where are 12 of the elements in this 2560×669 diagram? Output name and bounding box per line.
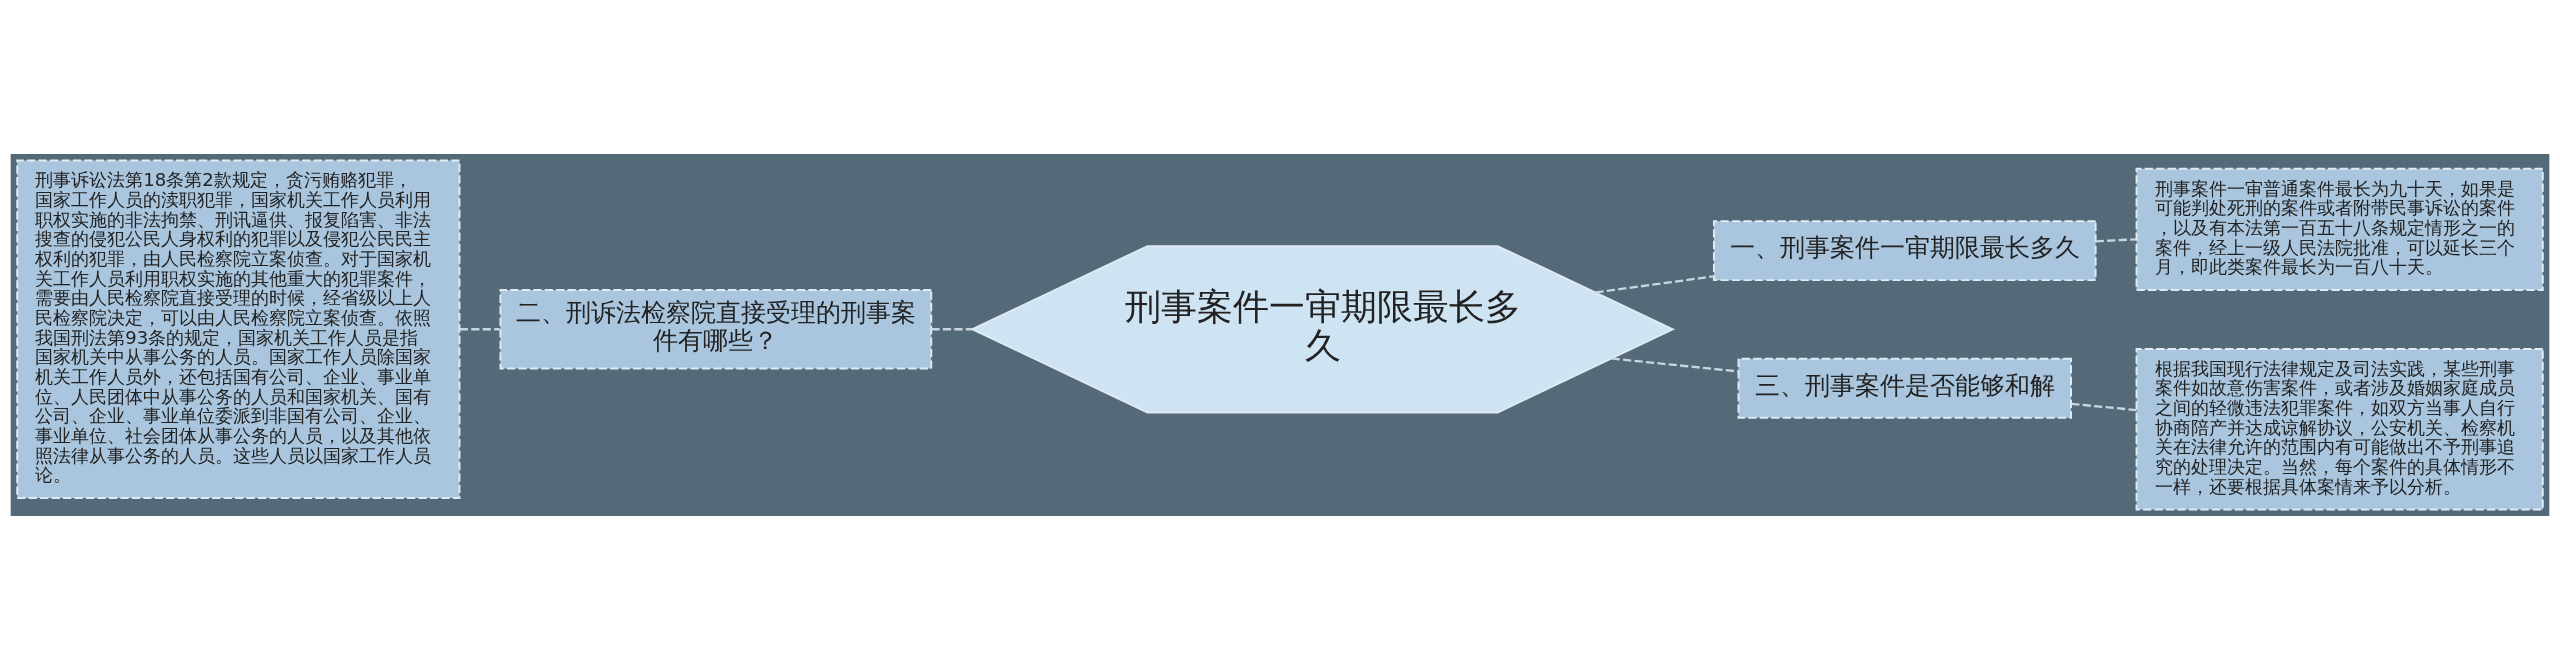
connector [459,327,500,330]
node-box: 根据我国现行法律规定及司法实践，某些刑事案件如故意伤害案件，或者涉及婚姻家庭成员之间的轻微违法犯罪案件，如双方当事人自行协商陪产并达成谅解协议，公安机关、检察机关在法律允许的范围内有可能做出不予刑事追究的处理决定。当然，每个案件的具体情形不一样，还要根据具体案情来予以分析。 [2135,347,2544,510]
node-box: 二、刑诉法检察院直接受理的刑事案件有哪些？ [499,288,933,370]
node-box: 刑事案件一审普通案件最长为九十天，如果是可能判处死刑的案件或者附带民事诉讼的案件，以及有本法第一百五十八条规定情形之一的案件，经上一级人民法院批准，可以延长三个月，即此类案件最长为一百八十天。 [2135,167,2544,291]
connector [931,327,972,330]
connector [2095,237,2137,242]
node-box: 一、刑事案件一审期限最长多久 [1712,219,2097,281]
node-box: 刑事诉讼法第18条第2款规定，贪污贿赂犯罪，国家工作人员的渎职犯罪，国家机关工作人员利用职权实施的非法拘禁、刑讯逼供、报复陷害、非法搜查的侵犯公民人身权利的犯罪以及侵犯公民民主权利的犯罪，由人民检察院立案侦查。对于国家机关工作人员利用职权实施的其他重大的犯罪案件，需要由人民检察院直接受理的时候，经省级以上人民检察院决定，可以由人民检察院立案侦查。依照我国刑法第93条的规定，国家机关工作人员是指国家机关中从事公务的人员。国家工作人员除国家机关工作人员外，还包括国有公司、企业、事业单位、人民团体中从事公务的人员和国家机关、国有公司、企业、事业单位委派到非国有公司、企业、事业单位、社会团体从事公务的人员，以及其他依照法律从事公务的人员。这些人员以国家工作人员论。 [16,159,461,499]
connector [1611,356,1739,373]
connector [1595,274,1714,294]
connector [2071,402,2137,411]
node-box: 三、刑事案件是否能够和解 [1737,357,2072,419]
